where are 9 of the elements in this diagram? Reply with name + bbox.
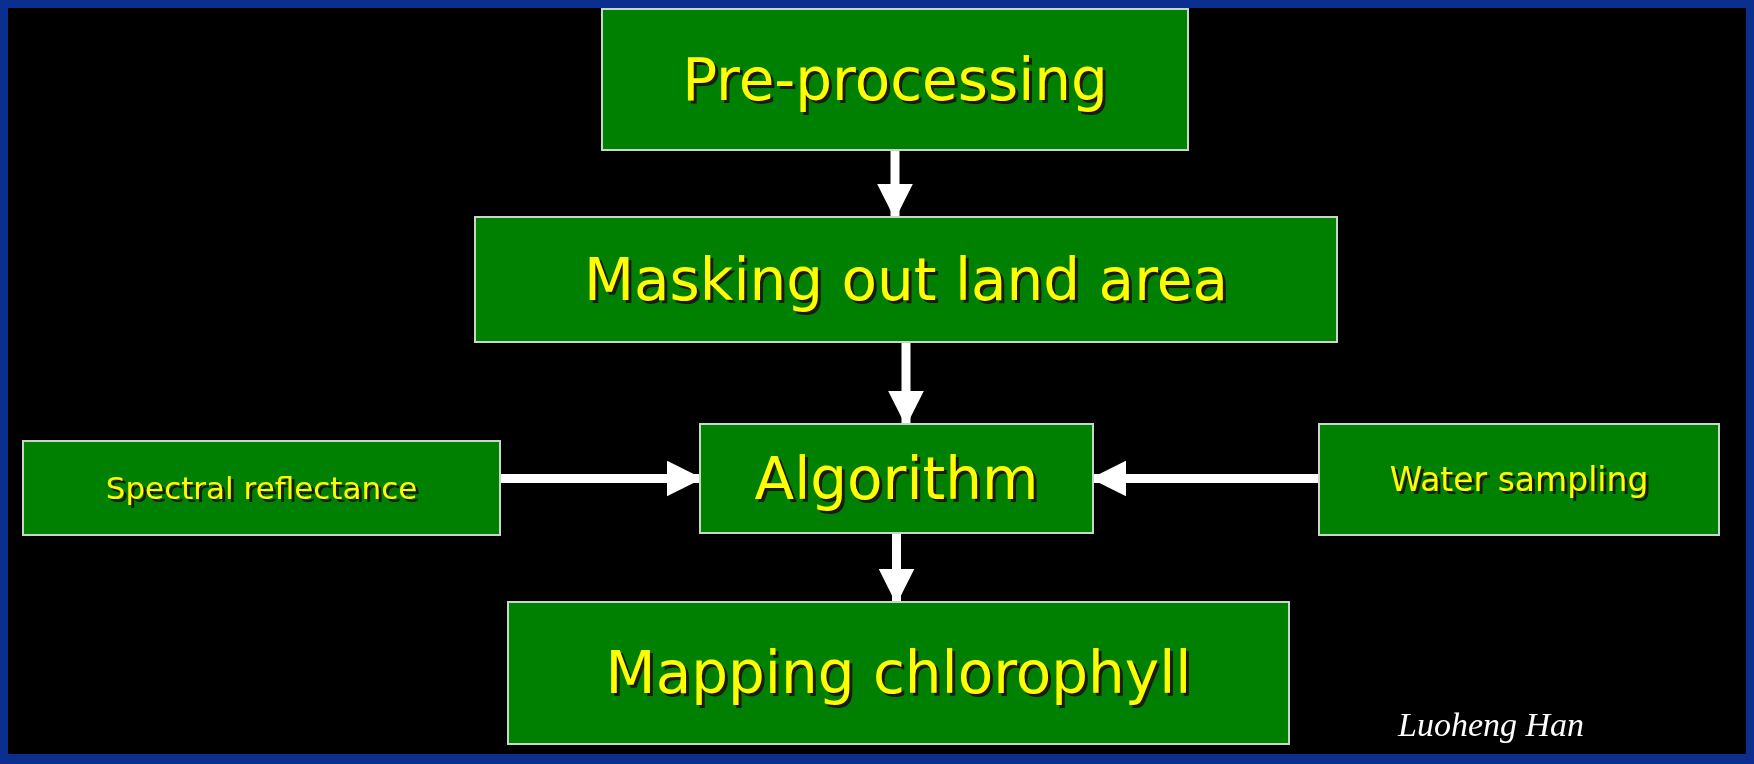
process-box: [1318, 423, 1720, 536]
process-box: [699, 423, 1094, 534]
box-label: Spectral reflectance: [105, 472, 418, 504]
process-box: [601, 8, 1189, 151]
author-credit: Luoheng Han: [1398, 708, 1585, 742]
process-box: [474, 216, 1338, 343]
box-label: Water sampling: [1389, 463, 1649, 496]
process-box: [22, 440, 501, 536]
process-box: [507, 601, 1290, 745]
